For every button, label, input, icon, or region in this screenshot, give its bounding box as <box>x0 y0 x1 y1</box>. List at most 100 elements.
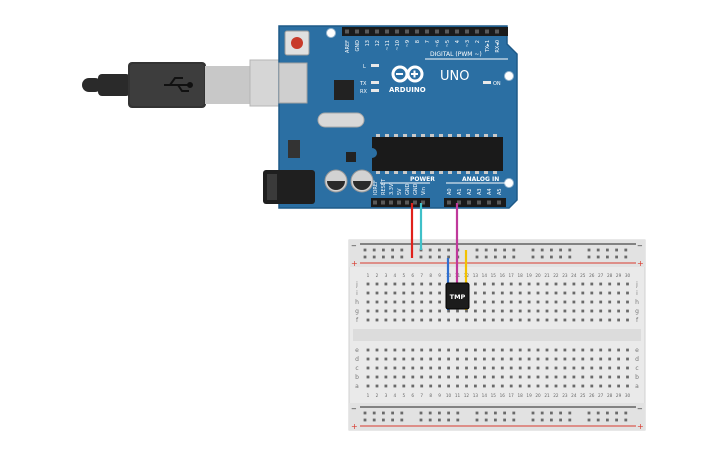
breadboard-hole[interactable] <box>420 291 424 295</box>
breadboard-hole[interactable] <box>475 255 479 259</box>
breadboard-hole[interactable] <box>500 300 504 304</box>
breadboard-hole[interactable] <box>384 366 388 370</box>
breadboard-hole[interactable] <box>456 418 460 422</box>
breadboard-hole[interactable] <box>500 309 504 313</box>
breadboard-hole[interactable] <box>411 282 415 286</box>
breadboard-hole[interactable] <box>438 418 441 422</box>
breadboard-hole[interactable] <box>554 309 558 313</box>
breadboard-hole[interactable] <box>393 348 397 352</box>
breadboard-hole[interactable] <box>400 248 404 252</box>
breadboard-hole[interactable] <box>483 309 486 313</box>
breadboard-hole[interactable] <box>484 411 488 415</box>
breadboard-hole[interactable] <box>540 418 544 422</box>
breadboard-hole[interactable] <box>402 309 406 313</box>
breadboard-hole[interactable] <box>456 357 459 361</box>
breadboard-hole[interactable] <box>400 418 404 422</box>
breadboard-hole[interactable] <box>536 282 540 286</box>
breadboard-hole[interactable] <box>366 291 370 295</box>
breadboard-hole[interactable] <box>363 411 367 415</box>
breadboard-hole[interactable] <box>447 348 450 352</box>
breadboard-hole[interactable] <box>568 411 572 415</box>
breadboard-hole[interactable] <box>536 375 540 379</box>
breadboard-hole[interactable] <box>617 282 620 286</box>
breadboard-hole[interactable] <box>393 357 397 361</box>
breadboard-hole[interactable] <box>438 309 441 313</box>
breadboard-hole[interactable] <box>494 411 497 415</box>
breadboard-hole[interactable] <box>375 366 379 370</box>
breadboard-hole[interactable] <box>518 291 522 295</box>
breadboard-hole[interactable] <box>527 318 531 322</box>
breadboard-hole[interactable] <box>456 384 459 388</box>
breadboard-hole[interactable] <box>475 411 479 415</box>
breadboard-hole[interactable] <box>384 282 388 286</box>
breadboard-hole[interactable] <box>540 248 544 252</box>
breadboard-hole[interactable] <box>438 282 441 286</box>
breadboard-hole[interactable] <box>456 309 459 313</box>
breadboard-hole[interactable] <box>536 384 540 388</box>
breadboard-hole[interactable] <box>596 418 600 422</box>
breadboard-hole[interactable] <box>474 366 477 370</box>
breadboard-hole[interactable] <box>500 282 504 286</box>
breadboard-hole[interactable] <box>518 357 522 361</box>
breadboard-hole[interactable] <box>527 282 531 286</box>
breadboard-hole[interactable] <box>366 375 370 379</box>
breadboard-hole[interactable] <box>491 300 495 304</box>
breadboard-hole[interactable] <box>554 291 558 295</box>
breadboard-hole[interactable] <box>626 300 629 304</box>
breadboard-hole[interactable] <box>615 255 618 259</box>
header-hole[interactable] <box>445 29 449 34</box>
breadboard-hole[interactable] <box>391 255 394 259</box>
breadboard-hole[interactable] <box>428 411 432 415</box>
breadboard-hole[interactable] <box>494 255 497 259</box>
breadboard-hole[interactable] <box>617 366 620 370</box>
breadboard-hole[interactable] <box>411 384 415 388</box>
header-hole[interactable] <box>345 29 349 34</box>
header-hole[interactable] <box>421 200 425 205</box>
breadboard-hole[interactable] <box>590 366 594 370</box>
breadboard-hole[interactable] <box>626 348 629 352</box>
breadboard-hole[interactable] <box>363 418 367 422</box>
breadboard-hole[interactable] <box>438 411 441 415</box>
breadboard-hole[interactable] <box>419 411 423 415</box>
breadboard-hole[interactable] <box>465 366 468 370</box>
breadboard-hole[interactable] <box>447 255 450 259</box>
breadboard-hole[interactable] <box>500 318 504 322</box>
breadboard-hole[interactable] <box>596 248 600 252</box>
breadboard-hole[interactable] <box>599 318 603 322</box>
breadboard-hole[interactable] <box>545 375 549 379</box>
breadboard-hole[interactable] <box>494 418 497 422</box>
breadboard-hole[interactable] <box>518 282 522 286</box>
breadboard-hole[interactable] <box>554 375 558 379</box>
breadboard-hole[interactable] <box>475 248 479 252</box>
breadboard-hole[interactable] <box>581 300 585 304</box>
breadboard-hole[interactable] <box>447 418 450 422</box>
breadboard-hole[interactable] <box>411 357 415 361</box>
breadboard-hole[interactable] <box>572 291 576 295</box>
breadboard-hole[interactable] <box>563 375 567 379</box>
breadboard-hole[interactable] <box>402 375 406 379</box>
breadboard-hole[interactable] <box>599 384 603 388</box>
breadboard-hole[interactable] <box>484 255 488 259</box>
breadboard-hole[interactable] <box>391 411 394 415</box>
breadboard-hole[interactable] <box>559 248 562 252</box>
breadboard-hole[interactable] <box>509 282 513 286</box>
breadboard-hole[interactable] <box>363 248 367 252</box>
breadboard-hole[interactable] <box>420 282 424 286</box>
header-hole[interactable] <box>497 200 501 205</box>
breadboard-hole[interactable] <box>527 384 531 388</box>
breadboard-hole[interactable] <box>509 318 513 322</box>
breadboard-hole[interactable] <box>617 384 620 388</box>
breadboard-hole[interactable] <box>572 309 576 313</box>
breadboard-hole[interactable] <box>411 309 415 313</box>
breadboard-hole[interactable] <box>572 384 576 388</box>
breadboard-hole[interactable] <box>474 348 477 352</box>
breadboard-hole[interactable] <box>509 357 513 361</box>
breadboard-hole[interactable] <box>428 248 432 252</box>
breadboard-hole[interactable] <box>536 291 540 295</box>
breadboard-hole[interactable] <box>447 309 450 313</box>
breadboard-hole[interactable] <box>590 318 594 322</box>
header-hole[interactable] <box>415 29 419 34</box>
breadboard-hole[interactable] <box>568 255 572 259</box>
breadboard-hole[interactable] <box>465 384 468 388</box>
breadboard-hole[interactable] <box>447 366 450 370</box>
